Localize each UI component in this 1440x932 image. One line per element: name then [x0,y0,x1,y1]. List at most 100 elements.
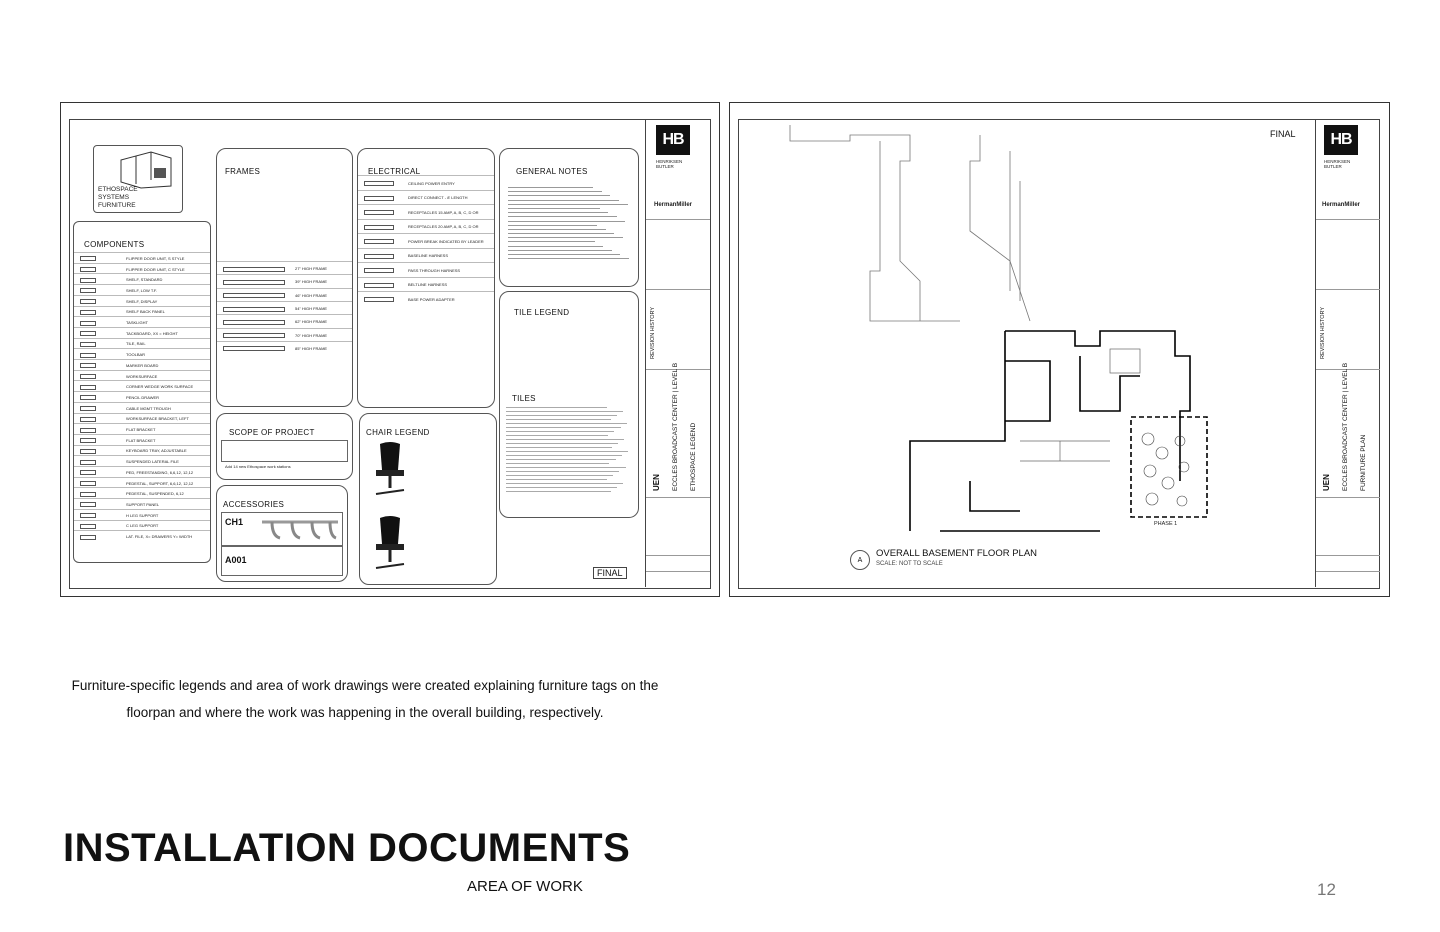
coat-rack-icon [262,520,338,540]
legend-symbol [80,320,96,326]
tile-line [506,447,612,448]
legend-row: SHELF, STANDARD [74,273,210,285]
legend-row: TASKLIGHT [74,316,210,328]
legend-symbol [364,224,394,230]
tile-line [506,463,610,464]
legend-row: CEILING POWER ENTRY [358,175,494,191]
legend-row: PED, FREESTANDING, 6,6,12, 12,12 [74,466,210,478]
divider [1316,497,1380,498]
scope-box: SCOPE OF PROJECT Add 14 new Ethospace wo… [216,413,353,480]
note-line [508,195,611,197]
tile-line [506,483,624,484]
legend-row: BASE POWER ADAPTER [358,291,494,307]
components-title: COMPONENTS [84,240,145,249]
accessory-code: A001 [225,555,247,565]
legend-row: SUSPENDED LATERAL FILE [74,455,210,467]
legend-row: FLAT BRACKET [74,433,210,446]
legend-label: H LEG SUPPORT [126,512,159,518]
note-line [508,241,595,243]
legend-row: 54" HIGH FRAME [217,300,352,315]
legend-symbol [80,427,96,433]
phase-boundary [1130,416,1208,518]
note-line [508,199,620,201]
legend-row: LAT. FILE, X= DRAWERS Y= WIDTH [74,530,210,542]
legend-label: MARKER BOARD [126,362,159,368]
accessory-row-2: A001 [221,546,343,576]
legend-symbol [80,363,96,369]
hb-logo: HB [1324,125,1358,155]
tile-legend-title: TILE LEGEND [514,308,570,317]
tile-line [506,407,607,408]
legend-symbol [80,288,96,294]
legend-symbol [364,181,394,187]
legend-symbol [80,502,96,508]
chair-icon [375,516,405,569]
legend-symbol [80,299,96,305]
legend-symbol [80,513,96,519]
legend-label: 46" HIGH FRAME [295,292,328,298]
divider [1316,555,1380,556]
sheet-name: FURNITURE PLAN [1360,434,1367,491]
legend-row: C LEG SUPPORT [74,519,210,532]
legend-label: FLAT BRACKET [126,427,156,433]
legend-row: SUPPORT PANEL [74,498,210,510]
legend-symbol [364,239,394,245]
legend-label: FLIPPER DOOR UNIT, C STYLE [126,266,185,272]
tiles-title: TILES [512,394,536,403]
legend-row: WORKSURFACE BRACKET, LEFT [74,412,210,425]
legend-symbol [80,352,96,358]
floor-plan-sheet: FINAL PHASE 1 A OVERAL [729,102,1390,597]
cubicle-illustration [120,151,172,189]
legend-label: RECEPTACLES 15 AMP, A, B, C, D OR [408,209,479,215]
legend-label: DIRECT CONNECT - 8' LENGTH [408,195,468,201]
legend-label: BELTLINE HARNESS [408,282,448,288]
legend-label: KEYBOARD TRAY, ADJUSTABLE [126,448,187,454]
legend-row: 27" HIGH FRAME [217,261,352,275]
chair-title: CHAIR LEGEND [366,428,430,437]
legend-label: PEDESTAL, SUSPENDED, 6,12 [126,491,184,497]
legend-row: PASS THROUGH HARNESS [358,262,494,278]
scope-table [221,440,348,462]
legend-label: PEDESTAL, SUPPORT, 6,6,12, 12,12 [126,480,194,486]
legend-row: DIRECT CONNECT - 8' LENGTH [358,189,494,206]
sheet-name: ETHOSPACE LEGEND [690,422,697,491]
project-name: ECCLES BROADCAST CENTER | LEVEL B [672,362,679,491]
legend-label: BASE POWER ADAPTER [408,296,455,302]
tile-line [506,459,616,460]
divider [646,555,710,556]
legend-row: RECEPTACLES 20 AMP, A, B, C, D OR [358,218,494,235]
legend-row: FLIPPER DOOR UNIT, S STYLE [74,252,210,264]
caption: Furniture-specific legends and area of w… [71,678,659,720]
legend-row: TOOLBAR [74,348,210,360]
legend-row: FLAT BRACKET [74,423,210,435]
legend-row: 70" HIGH FRAME [217,327,352,342]
note-line [508,207,600,209]
legend-row: BASELINE HARNESS [358,247,494,264]
legend-label: WORKSURFACE BRACKET, LEFT [126,416,189,422]
final-stamp: FINAL [593,567,627,579]
legend-row: PENCIL DRAWER [74,391,210,403]
legend-label: LAT. FILE, X= DRAWERS Y= WIDTH [126,534,193,540]
divider [1316,219,1380,220]
tile-line [506,419,611,420]
page-title: INSTALLATION DOCUMENTS [63,826,631,870]
brand-name: HermanMiller [1322,202,1361,208]
divider [646,497,710,498]
tile-line [506,479,607,480]
phase-label: PHASE 1 [1154,521,1178,527]
tile-line [506,431,615,432]
client-name: UEN [1322,474,1331,491]
legend-row: KEYBOARD TRAY, ADJUSTABLE [74,444,210,457]
note-line [508,212,609,214]
firm-name: HENRIKSEN BUTLER [656,159,683,169]
client-name: UEN [652,474,661,491]
legend-sheet: ETHOSPACE SYSTEMS FURNITURE COMPONENTS F… [60,102,720,597]
note-line [508,237,623,239]
legend-row: SHELF, DISPLAY [74,294,210,307]
legend-row: 39" HIGH FRAME [217,274,352,288]
title-block: HB HENRIKSEN BUTLER HermanMiller REVISIO… [1315,119,1380,587]
components-legend: COMPONENTS FLIPPER DOOR UNIT, S STYLE FLI… [73,221,211,563]
tile-line [506,435,609,436]
page-number: 12 [1317,880,1336,899]
scope-note: Add 14 new Ethospace work stations [225,464,291,469]
